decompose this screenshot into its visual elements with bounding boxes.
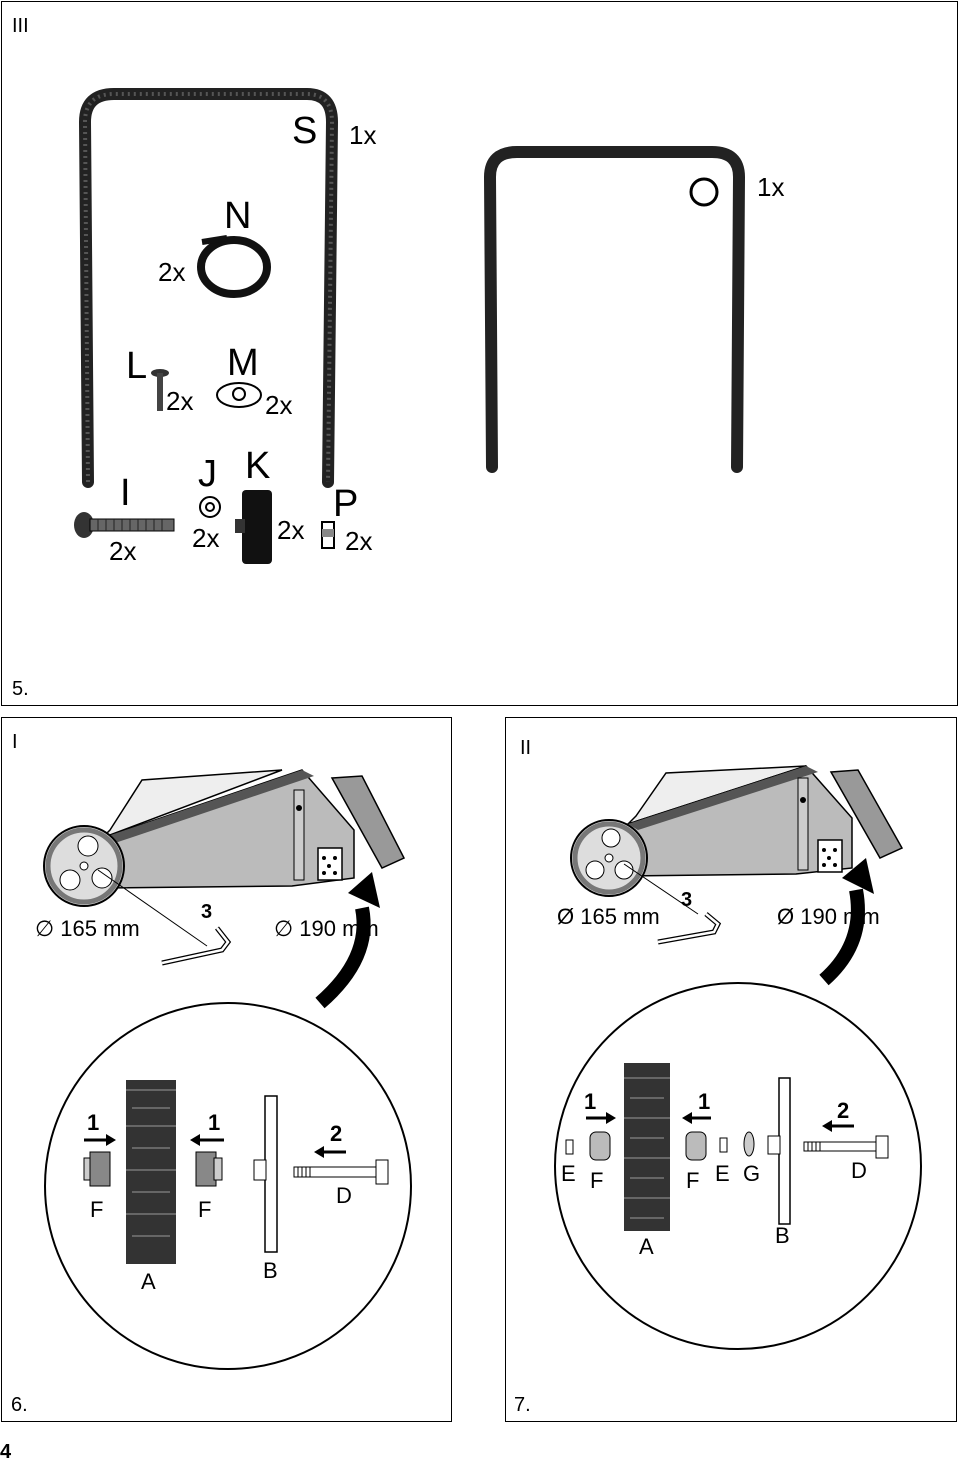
step-2-label: 2 bbox=[330, 1121, 343, 1146]
wheel-A bbox=[624, 1063, 670, 1231]
mower-body bbox=[101, 769, 406, 889]
left-assembly-illustration bbox=[43, 769, 412, 1370]
qty-label-K: 2x bbox=[277, 515, 305, 545]
part-label-A: A bbox=[141, 1269, 156, 1294]
diameter-large-label: Ø 190 mm bbox=[777, 904, 880, 929]
panel-roman-label: II bbox=[520, 737, 532, 759]
part-label-E-right: E bbox=[715, 1161, 730, 1186]
diameter-small-label: Ø 165 mm bbox=[557, 904, 660, 929]
panel-roman-label: III bbox=[12, 15, 29, 37]
handle-hole bbox=[689, 177, 719, 207]
push-arrow-2 bbox=[822, 1120, 854, 1132]
diameter-small-label: ∅ 165 mm bbox=[35, 916, 140, 941]
part-label-F-right: F bbox=[198, 1197, 212, 1222]
bolt-D bbox=[803, 1135, 889, 1159]
part-label-E-left: E bbox=[561, 1161, 576, 1186]
bushing-F-right bbox=[685, 1131, 707, 1161]
parts-panel: III 5. bbox=[1, 1, 958, 706]
spacer-E-right bbox=[719, 1137, 728, 1153]
screw-part bbox=[151, 369, 169, 411]
part-label-G: G bbox=[743, 1161, 761, 1186]
part-label-F-left: F bbox=[590, 1168, 604, 1193]
step-number: 7. bbox=[514, 1394, 531, 1416]
part-label-I: I bbox=[120, 472, 131, 514]
washer-part bbox=[199, 496, 221, 518]
cap-G bbox=[743, 1131, 755, 1157]
bushing-F-left bbox=[589, 1131, 611, 1161]
push-arrow-left bbox=[586, 1112, 616, 1124]
right-assembly-illustration bbox=[554, 765, 922, 1350]
qty-label-I: 2x bbox=[109, 536, 137, 566]
qty-label-L: 2x bbox=[166, 386, 194, 416]
qty-label-M: 2x bbox=[265, 390, 293, 420]
part-label-D: D bbox=[336, 1183, 352, 1208]
part-label-K: K bbox=[245, 445, 271, 487]
part-label-N: N bbox=[224, 195, 252, 237]
bolt-D bbox=[293, 1159, 389, 1185]
hex-key bbox=[161, 926, 232, 966]
part-label-B: B bbox=[263, 1258, 278, 1283]
part-label-P: P bbox=[333, 483, 359, 525]
qty-label-N: 2x bbox=[158, 257, 186, 287]
front-wheel bbox=[43, 825, 125, 907]
plate-B bbox=[253, 1095, 278, 1253]
part-label-L: L bbox=[126, 345, 148, 387]
plate-B bbox=[767, 1077, 791, 1225]
part-label-F-right: F bbox=[686, 1168, 700, 1193]
hex-key-size-label: 3 bbox=[681, 889, 693, 911]
part-label-B: B bbox=[775, 1223, 790, 1248]
qty-label-P: 2x bbox=[345, 526, 373, 556]
part-label-D: D bbox=[851, 1158, 867, 1183]
cable-clip-part bbox=[197, 235, 271, 298]
qty-label-J: 2x bbox=[192, 523, 220, 553]
step-2-label: 2 bbox=[837, 1098, 850, 1123]
step-1-label-right: 1 bbox=[208, 1110, 221, 1135]
detail-arrow bbox=[819, 888, 865, 986]
part-label-F-left: F bbox=[90, 1197, 104, 1222]
part-label-J: J bbox=[198, 453, 217, 495]
detail-arrow bbox=[315, 906, 371, 1009]
step-1-label-left: 1 bbox=[87, 1110, 100, 1135]
rear-wheel-part bbox=[235, 490, 272, 564]
page-number: 4 bbox=[0, 1441, 12, 1463]
part-label-S: S bbox=[292, 110, 318, 152]
spacer-E-left bbox=[565, 1139, 574, 1155]
push-arrow-right bbox=[682, 1112, 711, 1124]
part-label-M: M bbox=[227, 342, 259, 384]
step-1-label-right: 1 bbox=[698, 1089, 711, 1114]
push-arrow-2 bbox=[314, 1146, 346, 1158]
hub-F-left bbox=[83, 1151, 111, 1187]
part-label-A: A bbox=[639, 1234, 654, 1259]
step-number: 6. bbox=[11, 1394, 28, 1416]
bolt-part bbox=[74, 512, 175, 538]
qty-label-S: 1x bbox=[349, 120, 377, 150]
wheel-A bbox=[126, 1080, 176, 1264]
hex-key-size-label: 3 bbox=[201, 901, 213, 923]
spacer-part bbox=[321, 521, 335, 549]
mower-body bbox=[627, 765, 904, 877]
wing-nut-part bbox=[216, 382, 262, 408]
lower-handle-part bbox=[483, 146, 746, 473]
push-arrow-right bbox=[190, 1134, 224, 1146]
step-number: 5. bbox=[12, 678, 29, 700]
parts-illustration bbox=[74, 88, 746, 564]
push-arrow-left bbox=[84, 1134, 116, 1146]
wheel-assembly-panel-right: II 7. bbox=[505, 717, 957, 1422]
diameter-large-label: ∅ 190 mm bbox=[274, 916, 379, 941]
wheel-assembly-panel-left: I 6. bbox=[1, 717, 452, 1422]
hub-F-right bbox=[195, 1151, 223, 1187]
qty-label-handle: 1x bbox=[757, 172, 785, 202]
panel-roman-label: I bbox=[12, 731, 18, 753]
step-1-label-left: 1 bbox=[584, 1089, 597, 1114]
front-wheel bbox=[570, 819, 648, 897]
